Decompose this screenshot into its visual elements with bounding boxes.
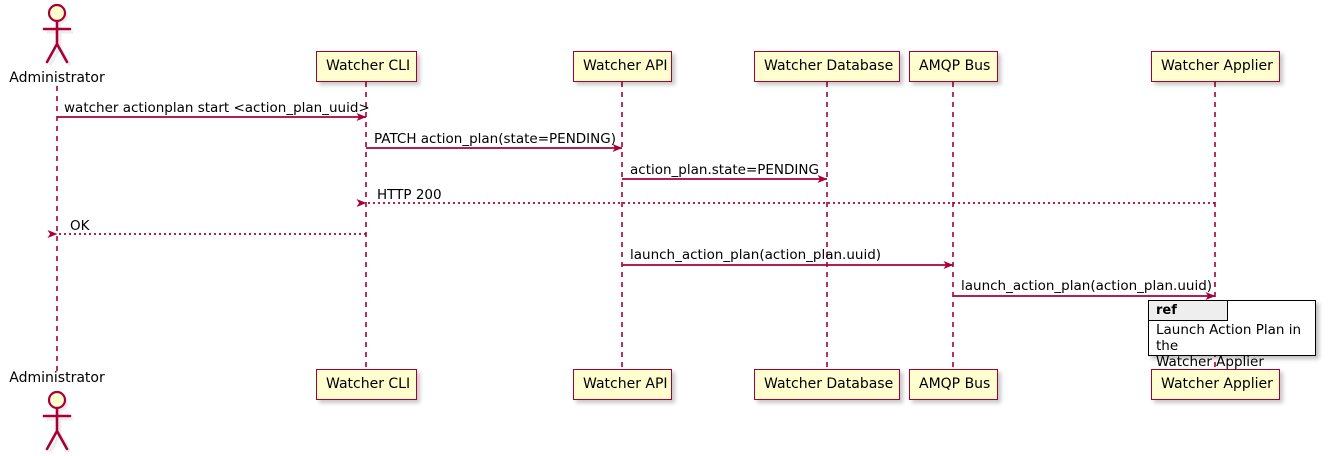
ref-fragment-text: Launch Action Plan in the Watcher Applie…: [1156, 322, 1302, 370]
participant-box-watcher-applier-top[interactable]: Watcher Applier: [1151, 51, 1280, 82]
participant-box-amqp-bus-bottom[interactable]: AMQP Bus: [909, 369, 998, 400]
actor-label-administrator-bottom: Administrator: [9, 370, 105, 386]
actor-figure-administrator-top: [42, 3, 73, 66]
message-label-patch-action-plan: PATCH action_plan(state=PENDING): [374, 131, 616, 147]
ref-fragment-launch-action-plan: ref Launch Action Plan in the Watcher Ap…: [1148, 300, 1316, 370]
participant-box-watcher-database-top[interactable]: Watcher Database: [754, 51, 900, 82]
message-label-launch-action-plan-amqp-to-applier: launch_action_plan(action_plan.uuid): [961, 278, 1213, 294]
message-label-watcher-actionplan-start: watcher actionplan start <action_plan_uu…: [64, 100, 370, 116]
actor-label-administrator-top: Administrator: [9, 70, 105, 86]
message-label-ok: OK: [70, 218, 90, 234]
participant-box-watcher-cli-bottom[interactable]: Watcher CLI: [316, 369, 417, 400]
participant-box-watcher-applier-bottom[interactable]: Watcher Applier: [1151, 369, 1280, 400]
participant-box-watcher-api-top[interactable]: Watcher API: [573, 51, 672, 82]
participant-box-watcher-cli-top[interactable]: Watcher CLI: [316, 51, 417, 82]
participant-box-amqp-bus-top[interactable]: AMQP Bus: [909, 51, 998, 82]
message-label-launch-action-plan-api-to-amqp: launch_action_plan(action_plan.uuid): [630, 247, 882, 263]
participant-box-watcher-api-bottom[interactable]: Watcher API: [573, 369, 672, 400]
message-arrows-group: [47, 113, 1216, 300]
actor-figure-administrator-bottom: [42, 390, 73, 453]
message-label-action-plan-state-pending: action_plan.state=PENDING: [630, 162, 819, 178]
message-label-http-200: HTTP 200: [377, 187, 442, 203]
participant-box-watcher-database-bottom[interactable]: Watcher Database: [754, 369, 900, 400]
lifelines-group: [56, 82, 1216, 372]
ref-keyword-label: ref: [1149, 301, 1228, 321]
